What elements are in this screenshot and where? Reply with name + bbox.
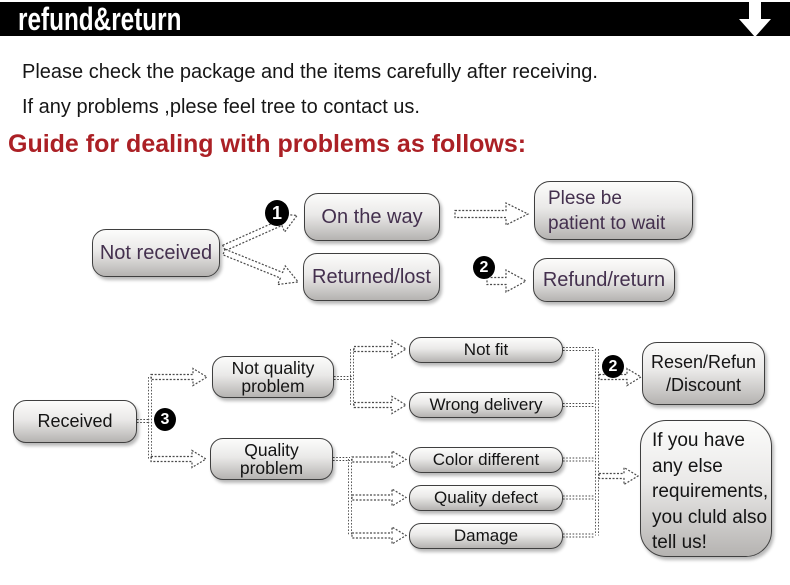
arrow-to-quality-problem [150,449,208,469]
badge-2: 2 [473,256,495,279]
badge-3: 3 [154,408,176,431]
node-on-the-way: On the way [304,193,440,241]
node-not-received: Not received [92,229,220,277]
arrow-to-damage [351,525,408,546]
node-quality-problem: Quality problem [210,438,333,480]
badge-2-second: 2 [602,355,624,378]
node-returned-lost: Returned/lost [303,253,440,301]
arrow-to-refund-return [486,268,528,294]
arrow-to-not-quality-problem [150,367,209,387]
intro-line-1: Please check the package and the items c… [22,61,598,83]
node-wrong-delivery: Wrong delivery [409,392,563,418]
banner-title: refund&return [18,1,182,37]
node-received: Received [13,400,137,443]
node-damage: Damage [409,523,563,549]
node-refund-return: Refund/return [533,258,675,302]
node-plese-be-patient: Plese be patient to wait [534,181,693,240]
arrow-to-plese-be-patient [454,202,530,226]
down-arrow-icon [739,2,771,37]
node-not-quality-problem: Not quality problem [212,356,334,398]
banner: refund&return [0,1,790,37]
arrow-to-not-fit [353,339,408,359]
arrow-to-resen-refun [598,367,643,387]
node-quality-defect: Quality defect [409,485,563,511]
arrow-to-color-different [351,449,408,470]
dotted-connector-lines [137,347,599,538]
arrow-to-wrong-delivery [353,395,408,415]
arrow-to-if-you-have [598,466,640,486]
node-if-you-have: If you have any else requirements, you c… [640,420,772,557]
arrow-to-quality-defect [351,487,408,508]
guide-heading: Guide for dealing with problems as follo… [8,130,527,158]
badge-1: 1 [265,200,289,226]
arrow-to-returned-lost [222,248,300,286]
node-resen-refun-discount: Resen/Refun /Discount [642,342,765,405]
node-not-fit: Not fit [409,337,563,363]
node-color-different: Color different [409,447,563,473]
intro-line-2: If any problems ,plese feel tree to cont… [22,96,420,118]
